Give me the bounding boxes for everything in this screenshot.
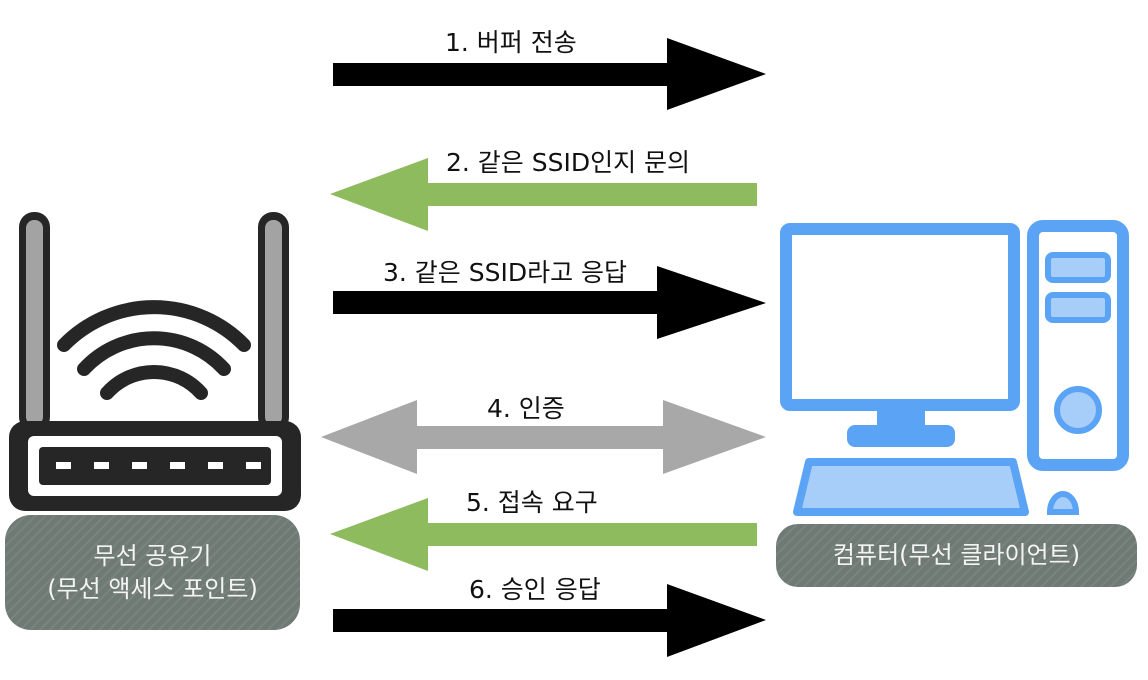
- client-label: 컴퓨터(무선 클라이언트): [832, 541, 1081, 569]
- step-1-arrow: 1. 버퍼 전송: [333, 28, 766, 110]
- step-1-label: 1. 버퍼 전송: [445, 28, 577, 57]
- client-caption: 컴퓨터(무선 클라이언트): [776, 524, 1137, 587]
- step-3-arrow: 3. 같은 SSID라고 응답: [333, 258, 766, 339]
- step-5-label: 5. 접속 요구: [466, 488, 598, 517]
- step-3-label: 3. 같은 SSID라고 응답: [383, 258, 627, 287]
- desktop-computer-icon: [780, 220, 1129, 516]
- step-2-label: 2. 같은 SSID인지 문의: [446, 148, 690, 177]
- step-2-arrow: 2. 같은 SSID인지 문의: [330, 148, 757, 231]
- step-4-label: 4. 인증: [487, 394, 565, 423]
- step-5-arrow: 5. 접속 요구: [330, 488, 757, 571]
- access-point-label-line2: (무선 액세스 포인트): [47, 574, 258, 603]
- wireless-router-icon: [9, 212, 301, 511]
- step-6-arrow: 6. 승인 응답: [333, 575, 766, 657]
- step-4-arrow: 4. 인증: [321, 394, 766, 474]
- step-6-label: 6. 승인 응답: [469, 575, 601, 604]
- access-point-caption: 무선 공유기 (무선 액세스 포인트): [5, 515, 300, 630]
- access-point-label-line1: 무선 공유기: [93, 541, 212, 570]
